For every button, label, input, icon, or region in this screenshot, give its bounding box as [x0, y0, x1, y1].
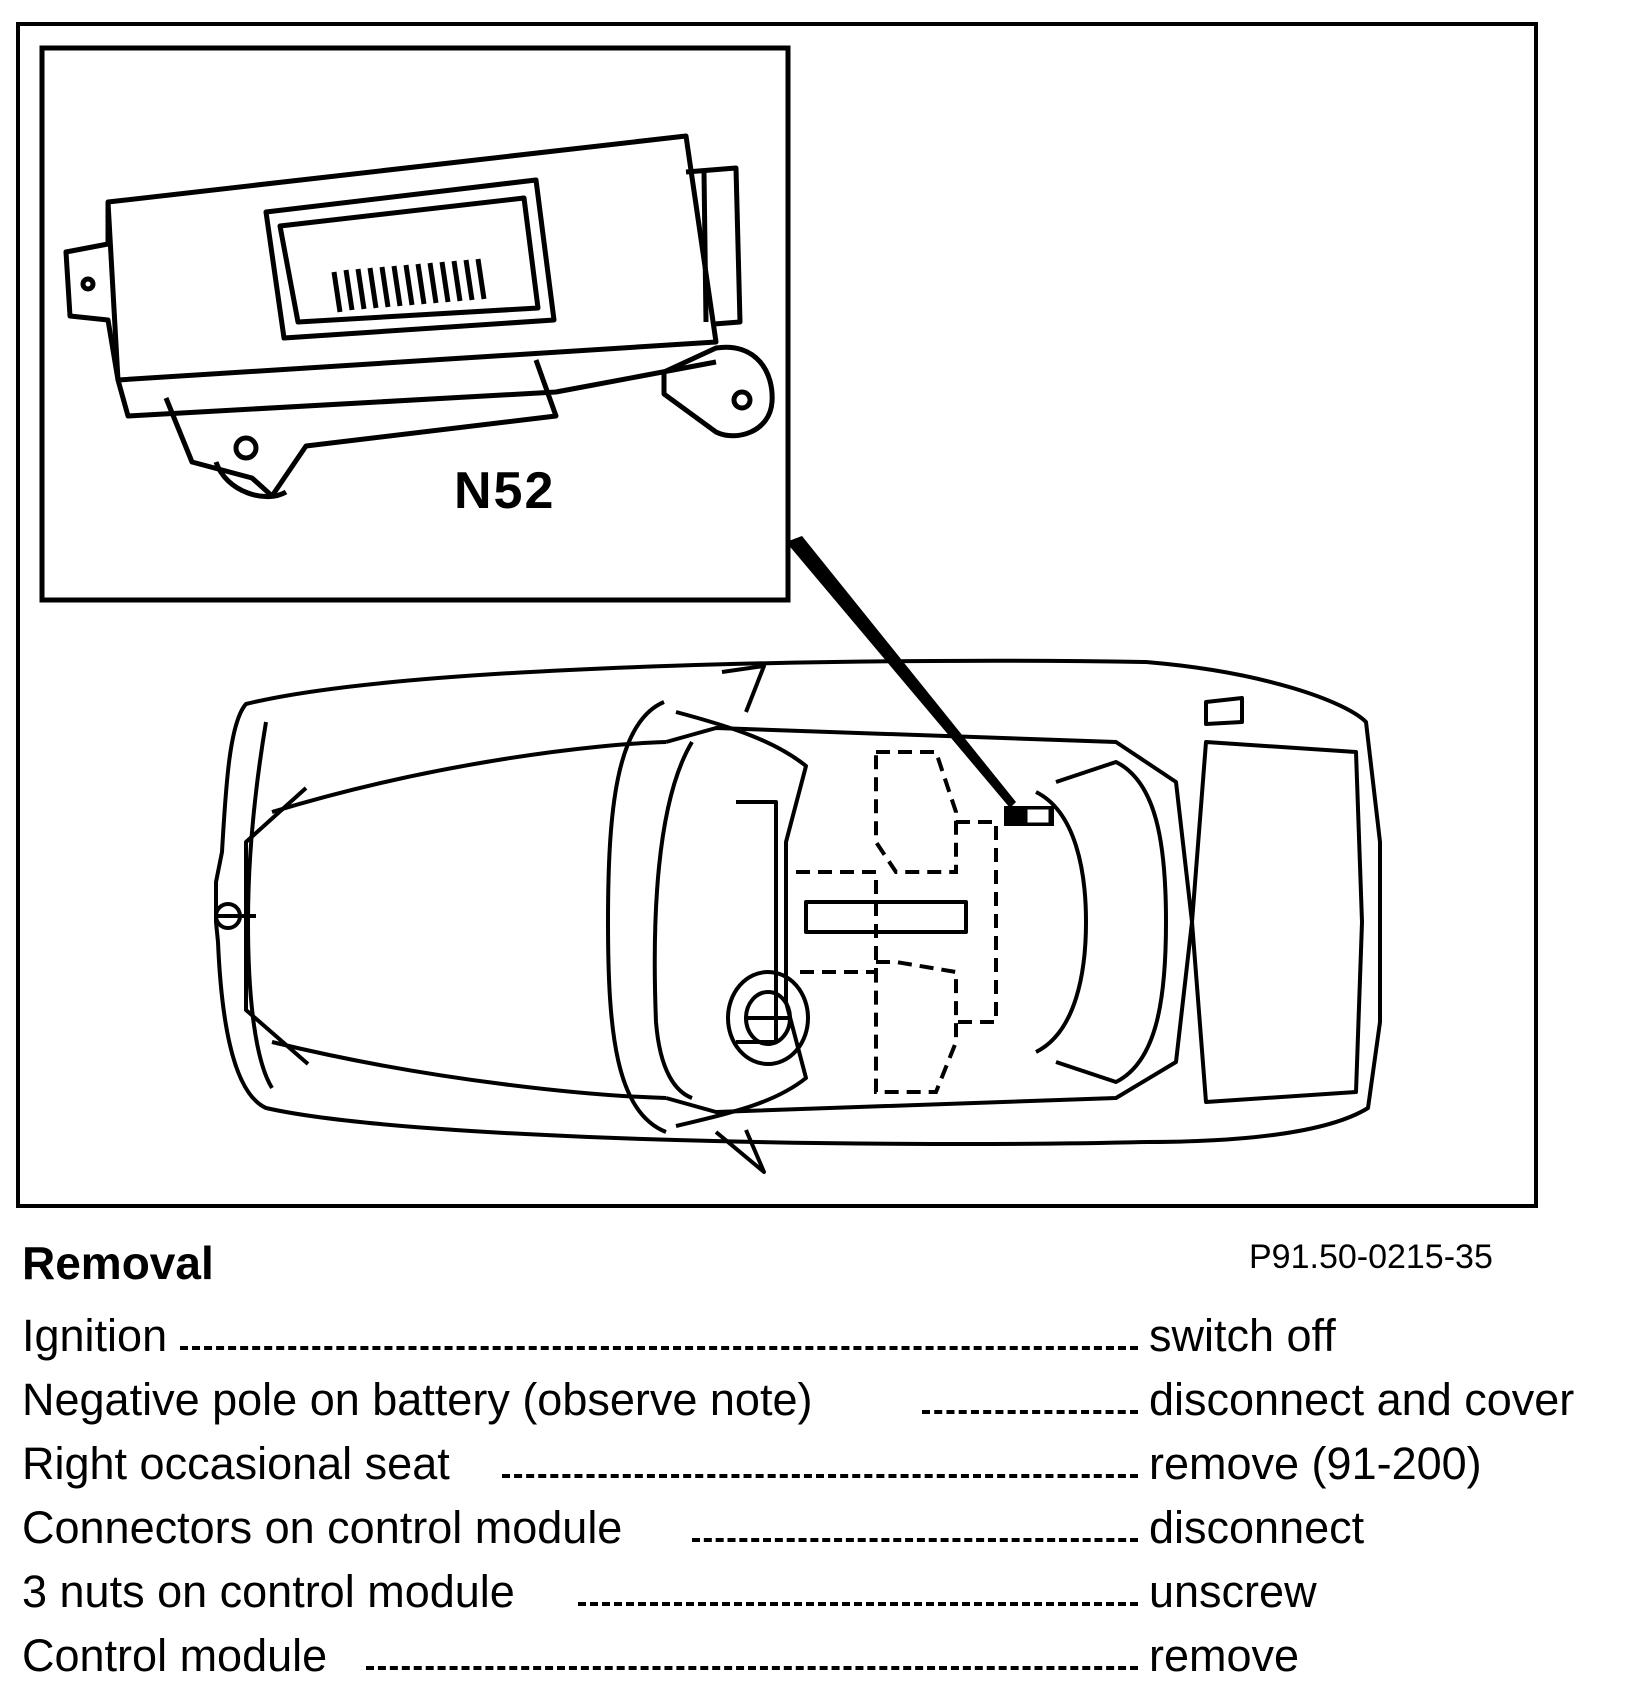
technical-illustration: N52 — [16, 22, 1538, 1208]
leader-pointer — [786, 536, 1016, 808]
figure-reference: P91.50-0215-35 — [1249, 1238, 1493, 1276]
inset-detail-box: N52 — [39, 45, 791, 603]
step-action: remove (91-200) — [1149, 1438, 1482, 1489]
dotted-leader — [692, 1538, 1138, 1542]
dotted-leader — [502, 1474, 1138, 1478]
step-item: Control module — [22, 1630, 328, 1681]
step-row: Right occasional seat remove (91-200) — [22, 1422, 1622, 1486]
dotted-leader — [922, 1410, 1138, 1414]
car-top-view — [214, 658, 1382, 1174]
procedure-steps: Ignition switch off Negative pole on bat… — [22, 1294, 1622, 1678]
step-item: Negative pole on battery (observe note) — [22, 1374, 813, 1425]
step-row: Connectors on control module disconnect — [22, 1486, 1622, 1550]
section-title: Removal — [22, 1237, 214, 1289]
car-seats-dashed — [796, 750, 998, 1094]
callout-label: N52 — [454, 462, 555, 520]
step-row: 3 nuts on control module unscrew — [22, 1550, 1622, 1614]
step-item: Ignition — [22, 1310, 168, 1361]
step-action: disconnect and cover — [1149, 1374, 1575, 1425]
steering-wheel — [726, 970, 810, 1066]
step-action: remove — [1149, 1630, 1300, 1681]
step-row: Negative pole on battery (observe note) … — [22, 1358, 1622, 1422]
step-item: Right occasional seat — [22, 1438, 450, 1489]
step-item: 3 nuts on control module — [22, 1566, 515, 1617]
step-item: Connectors on control module — [22, 1502, 623, 1553]
connector-pins — [331, 258, 487, 313]
dotted-leader — [180, 1346, 1138, 1350]
figure-frame — [16, 22, 1538, 1208]
step-action: unscrew — [1149, 1566, 1317, 1617]
step-action: disconnect — [1149, 1502, 1365, 1553]
step-row: Control module remove — [22, 1614, 1622, 1678]
dotted-leader — [578, 1602, 1138, 1606]
illustration-svg: N52 — [16, 22, 1538, 1208]
step-row: Ignition switch off — [22, 1294, 1622, 1358]
control-module-drawing — [63, 133, 775, 499]
step-action: switch off — [1149, 1310, 1336, 1361]
dotted-leader — [366, 1666, 1138, 1670]
